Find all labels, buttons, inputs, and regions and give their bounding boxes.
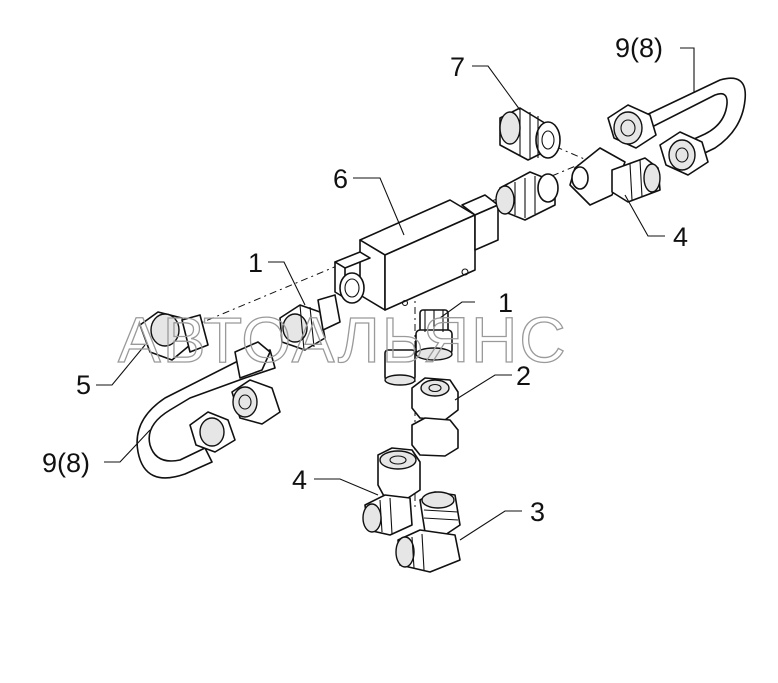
leader-lines bbox=[96, 47, 695, 541]
watermark-text: АВТОАЛЬЯНС bbox=[118, 304, 568, 376]
coupling-nut bbox=[411, 377, 459, 457]
left-adapter bbox=[279, 294, 341, 351]
top-bent-tube bbox=[607, 77, 747, 176]
label-block: 6 bbox=[333, 164, 348, 194]
label-adapter-left-end: 5 bbox=[76, 370, 91, 400]
bottom-tee-fitting bbox=[395, 491, 461, 573]
mid-adapter bbox=[415, 309, 453, 361]
label-adapter-top: 7 bbox=[450, 52, 465, 82]
right-elbow-fitting bbox=[569, 147, 661, 206]
label-adapter-mid: 1 bbox=[498, 288, 513, 318]
label-tube-left: 9(8) bbox=[42, 448, 90, 478]
label-elbow-bottom: 4 bbox=[292, 465, 307, 495]
bottom-elbow-fitting bbox=[362, 447, 421, 536]
valve-block bbox=[334, 194, 499, 311]
label-tube-top: 9(8) bbox=[615, 33, 663, 63]
left-bent-tube bbox=[136, 341, 281, 479]
lower-nut bbox=[384, 349, 416, 386]
label-elbow-right: 4 bbox=[673, 222, 688, 252]
left-end-adapter bbox=[139, 311, 209, 361]
label-tee-bottom: 3 bbox=[530, 497, 545, 527]
block-side-adapter bbox=[495, 171, 559, 221]
label-coupling-nut: 2 bbox=[516, 361, 531, 391]
top-adapter bbox=[499, 107, 561, 161]
label-adapter-left: 1 bbox=[248, 248, 263, 278]
